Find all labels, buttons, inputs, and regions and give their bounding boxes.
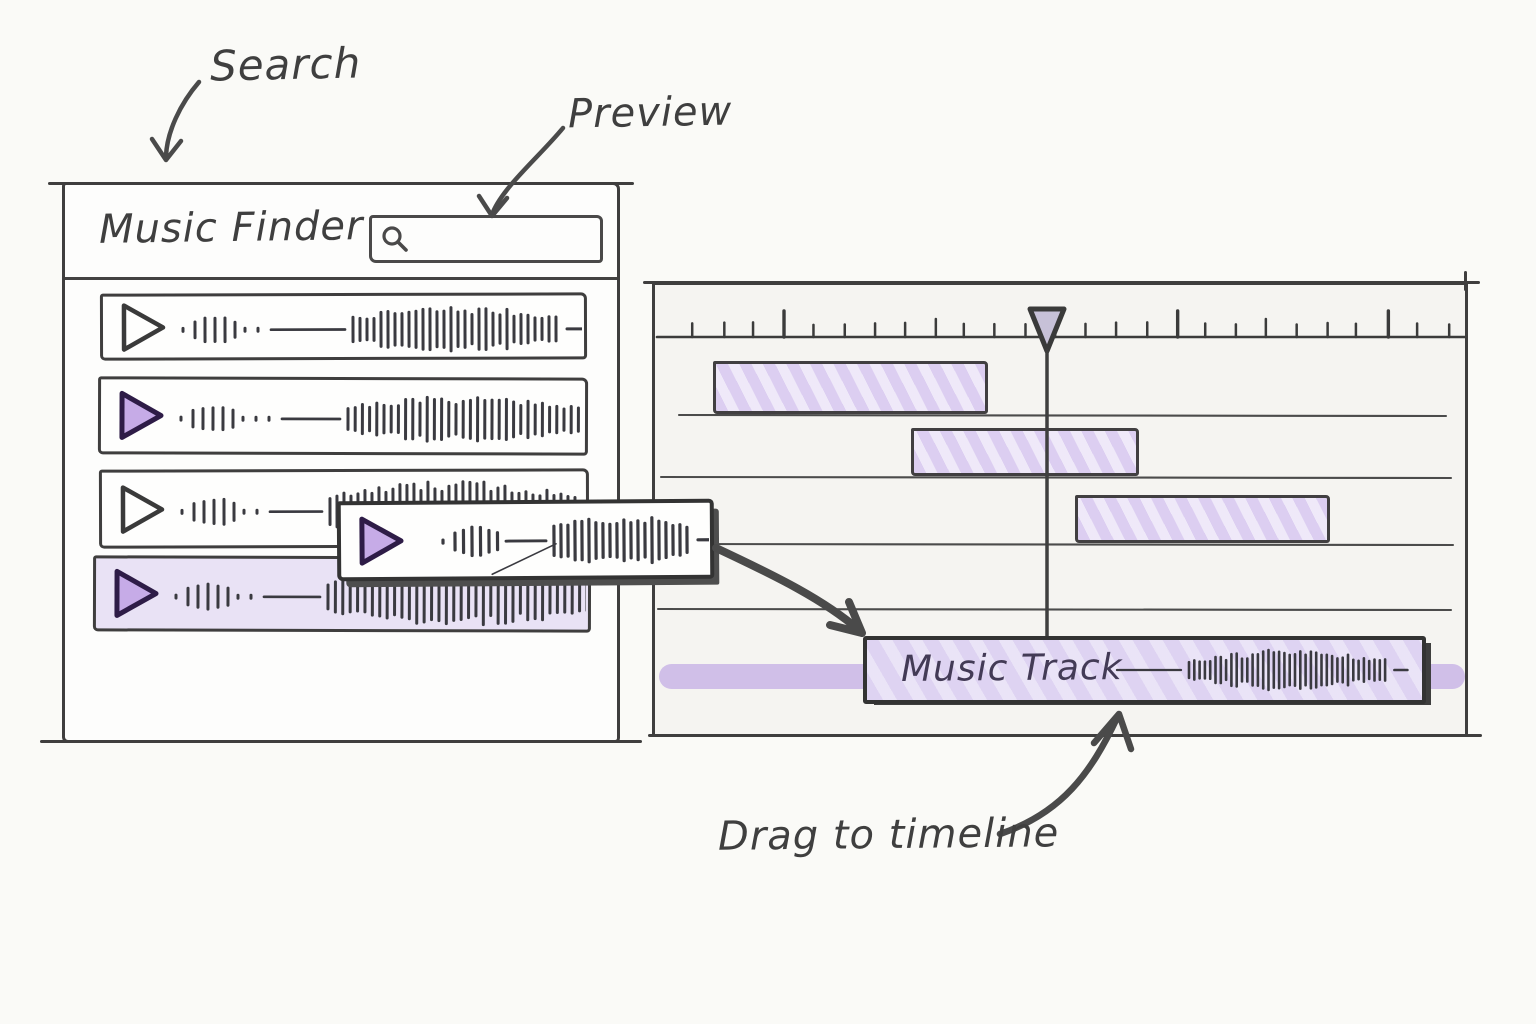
music-finder-header: Music Finder (65, 185, 667, 280)
track-waveform (179, 395, 580, 443)
card-waveform (441, 516, 710, 576)
search-icon (382, 226, 408, 252)
clip-waveform (1115, 648, 1409, 692)
music-track-clip[interactable]: Music Track (863, 636, 1426, 704)
sketch-stroke (40, 740, 642, 743)
music-finder-panel: Music Finder (62, 182, 667, 743)
play-icon[interactable] (117, 388, 167, 442)
track-row-1[interactable] (99, 292, 588, 361)
sketch-stroke (48, 182, 634, 185)
timeline-panel[interactable]: Music Track (652, 281, 1468, 737)
search-arrow (149, 79, 202, 163)
track-row-2[interactable] (97, 376, 589, 456)
playhead[interactable] (655, 285, 1465, 734)
search-input[interactable] (414, 226, 667, 252)
music-track-clip-label: Music Track (900, 647, 1123, 690)
timeline-clip-block-2[interactable] (911, 428, 1139, 476)
music-finder-title: Music Finder (98, 203, 364, 253)
sketch-stroke (648, 734, 1482, 737)
search-box[interactable] (369, 215, 667, 263)
play-icon[interactable] (118, 482, 168, 536)
track-waveform (181, 306, 583, 353)
play-icon[interactable] (119, 300, 169, 354)
search-annotation-label: Search (209, 38, 362, 91)
play-icon[interactable] (357, 514, 407, 568)
dragged-track-card[interactable] (336, 498, 715, 582)
timeline-clip-block-1[interactable] (713, 361, 988, 414)
sketch-stroke (643, 281, 1480, 284)
play-icon[interactable] (112, 566, 162, 620)
drag-to-timeline-annotation-label: Drag to timeline (717, 810, 1060, 860)
sketch-stroke (1464, 271, 1467, 291)
track-waveform (174, 568, 587, 627)
timeline-clip-block-3[interactable] (1075, 495, 1330, 543)
preview-annotation-label: Preview (567, 88, 733, 138)
track-row-4[interactable] (92, 555, 592, 633)
